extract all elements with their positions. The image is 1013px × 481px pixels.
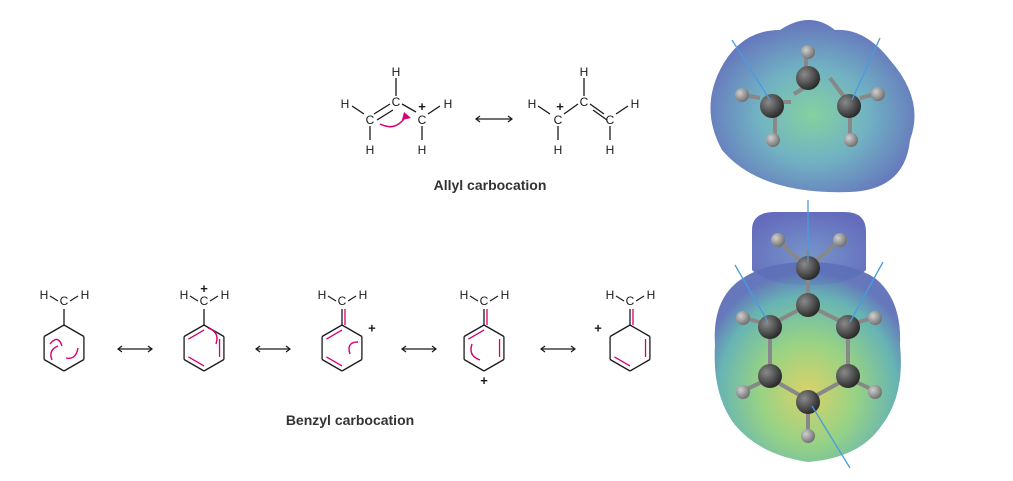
allyl-1-atoms: H H C H C C + H H	[341, 65, 453, 157]
atom-h: H	[528, 97, 537, 111]
atom-h: H	[81, 288, 90, 302]
carbon-atom	[796, 293, 820, 317]
atom-h: H	[444, 97, 453, 111]
atom-c: C	[392, 95, 401, 109]
pointer-line	[849, 261, 884, 323]
pointer-line	[811, 405, 851, 469]
positive-charge: +	[368, 321, 376, 336]
benzyl-resonance-form	[321, 295, 363, 372]
atom-c: C	[200, 294, 209, 308]
atom-c: C	[338, 294, 347, 308]
hydrogen-atom	[801, 45, 815, 59]
carbon-atom	[758, 315, 782, 339]
allyl-potential-map	[710, 20, 915, 193]
atom-h: H	[554, 143, 563, 157]
atom-c: C	[480, 294, 489, 308]
benzyl-resonance-arrows	[117, 345, 576, 353]
positive-charge: +	[594, 321, 602, 336]
hydrogen-atom	[844, 133, 858, 147]
benzyl-resonance-form	[43, 295, 85, 372]
hydrogen-atom	[736, 311, 750, 325]
atom-c: C	[554, 113, 563, 127]
atom-h: H	[221, 288, 230, 302]
atom-h: H	[366, 143, 375, 157]
atom-h: H	[318, 288, 327, 302]
allyl-2-atoms: H H C H C + C H H	[528, 65, 640, 157]
benzyl-caption: Benzyl carbocation	[286, 412, 414, 428]
benzyl-potential-map	[714, 200, 901, 469]
atom-c: C	[60, 294, 69, 308]
atom-h: H	[501, 288, 510, 302]
pointer-line	[731, 39, 771, 101]
pointer-line	[734, 264, 769, 323]
allyl-structure-1	[351, 78, 441, 140]
positive-charge: +	[200, 281, 208, 296]
hydrogen-atom	[868, 311, 882, 325]
atom-h: H	[647, 288, 656, 302]
atom-h: H	[180, 288, 189, 302]
hydrogen-atom	[771, 233, 785, 247]
atom-h: H	[631, 97, 640, 111]
hydrogen-atom	[766, 133, 780, 147]
hydrogen-atom	[736, 385, 750, 399]
carbon-atom	[796, 390, 820, 414]
carbon-atom	[836, 315, 860, 339]
hydrogen-atom	[801, 429, 815, 443]
carbon-atom	[760, 94, 784, 118]
atom-c: C	[580, 95, 589, 109]
hydrogen-atom	[833, 233, 847, 247]
positive-charge: +	[556, 99, 564, 114]
atom-h: H	[359, 288, 368, 302]
atom-h: H	[606, 143, 615, 157]
atom-h: H	[341, 97, 350, 111]
hydrogen-atom	[871, 87, 885, 101]
atom-h: H	[460, 288, 469, 302]
pointer-line	[851, 37, 881, 101]
atom-h: H	[40, 288, 49, 302]
atom-c: C	[418, 113, 427, 127]
carbon-atom	[758, 364, 782, 388]
atom-h: H	[606, 288, 615, 302]
hydrogen-atom	[735, 88, 749, 102]
hydrogen-atom	[868, 385, 882, 399]
carbon-atom	[836, 364, 860, 388]
benzyl-resonance-form	[463, 295, 505, 372]
benzyl-resonance-form	[609, 295, 651, 372]
positive-charge: +	[418, 99, 426, 114]
allyl-resonance-arrow	[475, 115, 513, 123]
atom-h: H	[418, 143, 427, 157]
allyl-caption: Allyl carbocation	[434, 177, 547, 193]
atom-c: C	[366, 113, 375, 127]
positive-charge: +	[480, 373, 488, 388]
benzyl-resonance-form	[183, 295, 225, 372]
allyl-1-arrow	[379, 112, 411, 128]
carbon-atom	[837, 94, 861, 118]
allyl-structure-2	[537, 78, 629, 140]
carbon-atom	[796, 66, 820, 90]
atom-h: H	[392, 65, 401, 79]
carbon-atom	[796, 256, 820, 280]
atom-c: C	[606, 113, 615, 127]
atom-c: C	[626, 294, 635, 308]
atom-h: H	[580, 65, 589, 79]
